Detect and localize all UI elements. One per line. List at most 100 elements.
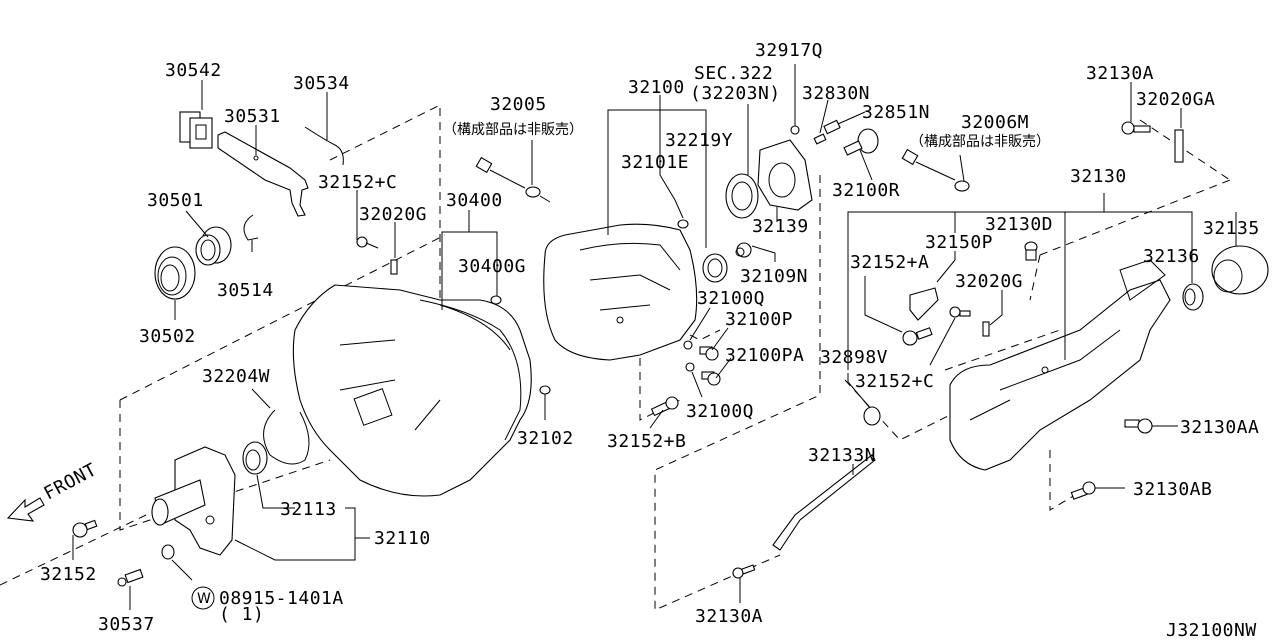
bolt-part[interactable]: [72, 519, 98, 538]
part-label[interactable]: 32113: [280, 499, 337, 520]
bleeder-bolt-part[interactable]: [117, 568, 144, 587]
main-bearing-part[interactable]: [725, 173, 759, 219]
bracket-part[interactable]: [909, 287, 939, 321]
dust-cover-part[interactable]: [1211, 245, 1269, 295]
clutch-housing-part[interactable]: [292, 284, 532, 497]
part-label[interactable]: 32130D: [985, 214, 1053, 235]
part-label[interactable]: 30534: [293, 73, 350, 94]
snap-ring-part[interactable]: [263, 409, 310, 465]
release-bearing-sleeve-part[interactable]: [195, 226, 232, 266]
part-label[interactable]: 32110: [374, 528, 431, 549]
part-label[interactable]: 32100R: [832, 180, 900, 201]
part-label[interactable]: 32130: [1070, 166, 1127, 187]
part-label[interactable]: 32150P: [925, 232, 993, 253]
part-label[interactable]: 32109N: [740, 266, 808, 287]
part-label[interactable]: 32851N: [862, 102, 930, 123]
part-label[interactable]: 32100PA: [725, 345, 804, 366]
bracket-part[interactable]: [390, 259, 398, 275]
part-label[interactable]: 32130AB: [1133, 479, 1212, 500]
sensor-switch-part[interactable]: [475, 156, 551, 203]
part-label[interactable]: 32006M: [961, 112, 1029, 133]
part-label[interactable]: 32130A: [1086, 63, 1154, 84]
part-label[interactable]: 30400: [446, 190, 503, 211]
sensor-switch-part[interactable]: [901, 148, 970, 192]
front-cover-part[interactable]: [151, 446, 236, 556]
spring-part[interactable]: [823, 119, 841, 135]
not-sold-note: （構成部品は非販売）: [910, 134, 1050, 150]
gasket-part[interactable]: [683, 340, 693, 350]
part-label[interactable]: 32100: [628, 77, 685, 98]
part-label[interactable]: 30514: [217, 280, 274, 301]
bracket-part[interactable]: [982, 321, 990, 337]
part-label[interactable]: 32830N: [802, 83, 870, 104]
dowel-pin-part[interactable]: [539, 385, 551, 395]
check-ball-plug-part[interactable]: [843, 128, 879, 156]
part-label[interactable]: 30542: [165, 60, 222, 81]
plunger-part[interactable]: [813, 133, 827, 145]
part-label[interactable]: 32152+C: [855, 371, 934, 392]
part-label[interactable]: 32917Q: [755, 40, 823, 61]
plug-part[interactable]: [790, 125, 800, 135]
part-label[interactable]: 32152+B: [607, 431, 686, 452]
plug-part[interactable]: [677, 219, 689, 229]
breather-part[interactable]: [1024, 241, 1038, 261]
part-label[interactable]: 32139: [752, 216, 809, 237]
drain-plug-part[interactable]: [701, 371, 721, 386]
clutch-pad-part[interactable]: [179, 111, 213, 149]
oil-seal-part[interactable]: [702, 253, 728, 283]
part-label[interactable]: 32898V: [820, 347, 888, 368]
part-label[interactable]: 32020G: [359, 204, 427, 225]
bolt-part[interactable]: [732, 564, 756, 579]
part-label[interactable]: 32152+C: [318, 172, 397, 193]
guide-rod-part[interactable]: [772, 454, 876, 551]
part-label[interactable]: 32100P: [725, 309, 793, 330]
part-label[interactable]: 30502: [139, 326, 196, 347]
part-label[interactable]: 32130A: [695, 606, 763, 627]
retainer-spring-part[interactable]: [304, 126, 344, 166]
part-label[interactable]: 30400G: [458, 256, 526, 277]
part-label[interactable]: 08915-1401A: [219, 588, 344, 609]
release-bearing-part[interactable]: [154, 246, 196, 300]
part-label[interactable]: 32152+A: [850, 252, 929, 273]
part-label[interactable]: 32204W: [202, 366, 270, 387]
bolt-part[interactable]: [650, 396, 679, 417]
bolt-part[interactable]: [1121, 121, 1151, 135]
bolt-part[interactable]: [949, 306, 971, 318]
adapter-plate-part[interactable]: [757, 139, 813, 211]
bracket-part[interactable]: [1174, 129, 1184, 163]
part-label[interactable]: 32020G: [955, 271, 1023, 292]
part-label[interactable]: 30537: [98, 614, 155, 635]
part-label[interactable]: 32219Y: [665, 130, 733, 151]
part-label[interactable]: 32135: [1203, 218, 1260, 239]
gasket-part[interactable]: [685, 362, 695, 372]
transmission-case-part[interactable]: [543, 223, 698, 361]
part-label[interactable]: 32102: [517, 428, 574, 449]
rear-oil-seal-part[interactable]: [1182, 283, 1204, 311]
part-label[interactable]: 32130AA: [1180, 417, 1259, 438]
front-oil-seal-part[interactable]: [242, 441, 268, 475]
part-label[interactable]: 32133N: [808, 445, 876, 466]
filler-plug-part[interactable]: [699, 346, 719, 361]
part-label[interactable]: (32203N): [690, 83, 781, 104]
part-label[interactable]: 32100Q: [697, 288, 765, 309]
bolt-part[interactable]: [1070, 481, 1096, 500]
part-label[interactable]: 32136: [1143, 246, 1200, 267]
part-label[interactable]: SEC.322: [694, 63, 773, 84]
part-label[interactable]: 32005: [490, 94, 547, 115]
part-label[interactable]: 30501: [147, 190, 204, 211]
bushing-part[interactable]: [863, 406, 881, 426]
part-label[interactable]: 30531: [224, 106, 281, 127]
part-label[interactable]: 32152: [40, 564, 97, 585]
bearing-clip-part[interactable]: [243, 214, 259, 241]
dowel-pin-part[interactable]: [490, 295, 502, 305]
bolt-part[interactable]: [356, 236, 379, 249]
part-label[interactable]: 32101E: [621, 152, 689, 173]
bolt-part[interactable]: [1124, 418, 1153, 434]
washer-part[interactable]: [161, 544, 175, 560]
drain-plug-part[interactable]: [735, 242, 752, 258]
bolt-part[interactable]: [902, 327, 933, 346]
part-label[interactable]: 32100Q: [686, 401, 754, 422]
withdrawal-lever-part[interactable]: [217, 131, 309, 217]
part-label[interactable]: 32020GA: [1136, 89, 1215, 110]
extension-housing-part[interactable]: [949, 259, 1171, 471]
